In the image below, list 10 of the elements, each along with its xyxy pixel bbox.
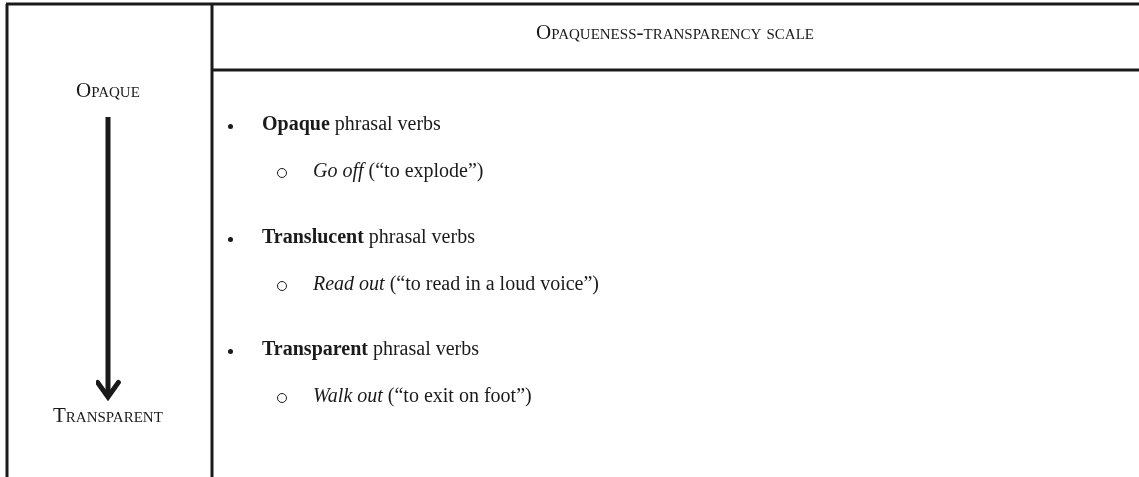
example-text: Read out (“to read in a loud voice”) [313,272,599,295]
list-item: Transparent phrasal verbs [262,337,479,360]
scale-end-label: Transparent [53,403,163,428]
example-text: Go off (“to explode”) [313,159,484,182]
list-item: Opaque phrasal verbs [262,112,441,135]
arrow [95,117,121,400]
list-item: Translucent phrasal verbs [262,225,475,248]
example-text: Walk out (“to exit on foot”) [313,384,532,407]
column-heading: Opaqueness-transparency scale [536,20,815,45]
scale-end-label: Opaque [76,78,140,103]
